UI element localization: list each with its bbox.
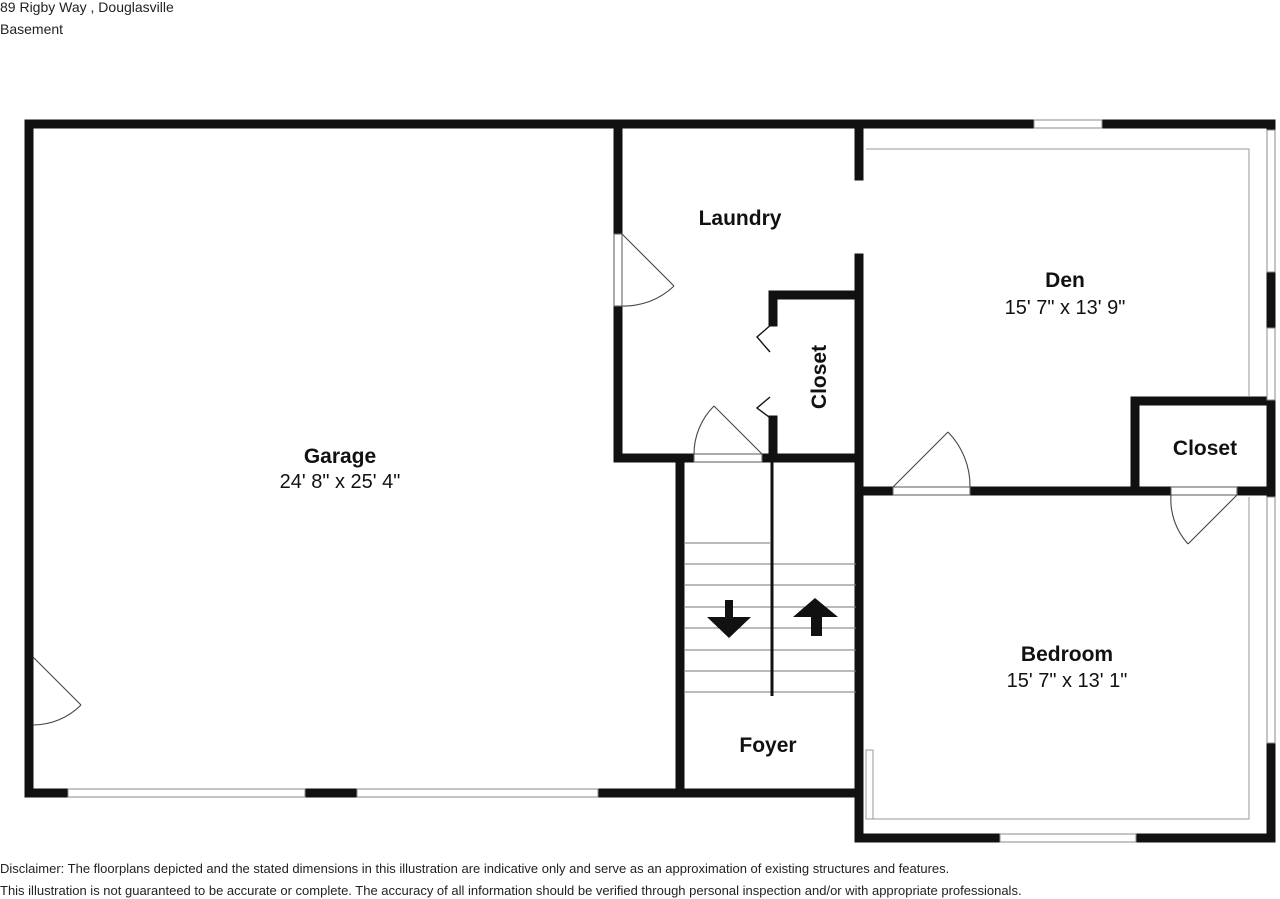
foyer-door-icon [693, 405, 763, 463]
garage-side-door-icon [32, 656, 82, 726]
stairs [685, 460, 856, 696]
den-dimensions: 15' 7" x 13' 9" [1005, 297, 1126, 319]
finish-lines [865, 148, 1250, 820]
disclaimer-line-1: Disclaimer: The floorplans depicted and … [0, 861, 950, 876]
den-closet-label: Closet [1173, 437, 1237, 460]
hall-closet-label: Closet [808, 345, 831, 409]
garage-label: Garage [304, 445, 376, 468]
stairs-down-arrow-icon [707, 600, 751, 638]
den-window-top [1033, 119, 1103, 129]
garage-window-left [67, 788, 306, 798]
bedroom-dimensions: 15' 7" x 13' 1" [1007, 670, 1128, 692]
walls [24, 119, 1276, 843]
bedroom-label: Bedroom [1021, 643, 1113, 666]
bedroom-window-bottom [999, 833, 1137, 843]
floor-label: Basement [0, 21, 64, 37]
laundry-label: Laundry [699, 207, 782, 230]
den-window-right-upper [1266, 129, 1276, 273]
foyer-label: Foyer [739, 734, 796, 757]
den-window-right-lower [1266, 327, 1276, 401]
den-label: Den [1045, 269, 1085, 292]
laundry-door-icon [613, 233, 675, 307]
windows [67, 119, 1276, 843]
garage-dimensions: 24' 8" x 25' 4" [280, 471, 401, 493]
doors [32, 233, 1238, 726]
bedroom-window-right [1266, 496, 1276, 744]
closet-bifold-door-icon [755, 322, 774, 421]
garage-window-right [356, 788, 599, 798]
disclaimer-line-2: This illustration is not guaranteed to b… [0, 883, 1022, 898]
bedroom-closet-door-icon [1170, 486, 1238, 545]
stairs-up-arrow-icon [793, 598, 838, 636]
room-labels: Garage 24' 8" x 25' 4" Laundry Closet De… [280, 207, 1238, 757]
den-door-icon [892, 431, 971, 496]
property-address: 89 Rigby Way , Douglasville [0, 0, 174, 15]
